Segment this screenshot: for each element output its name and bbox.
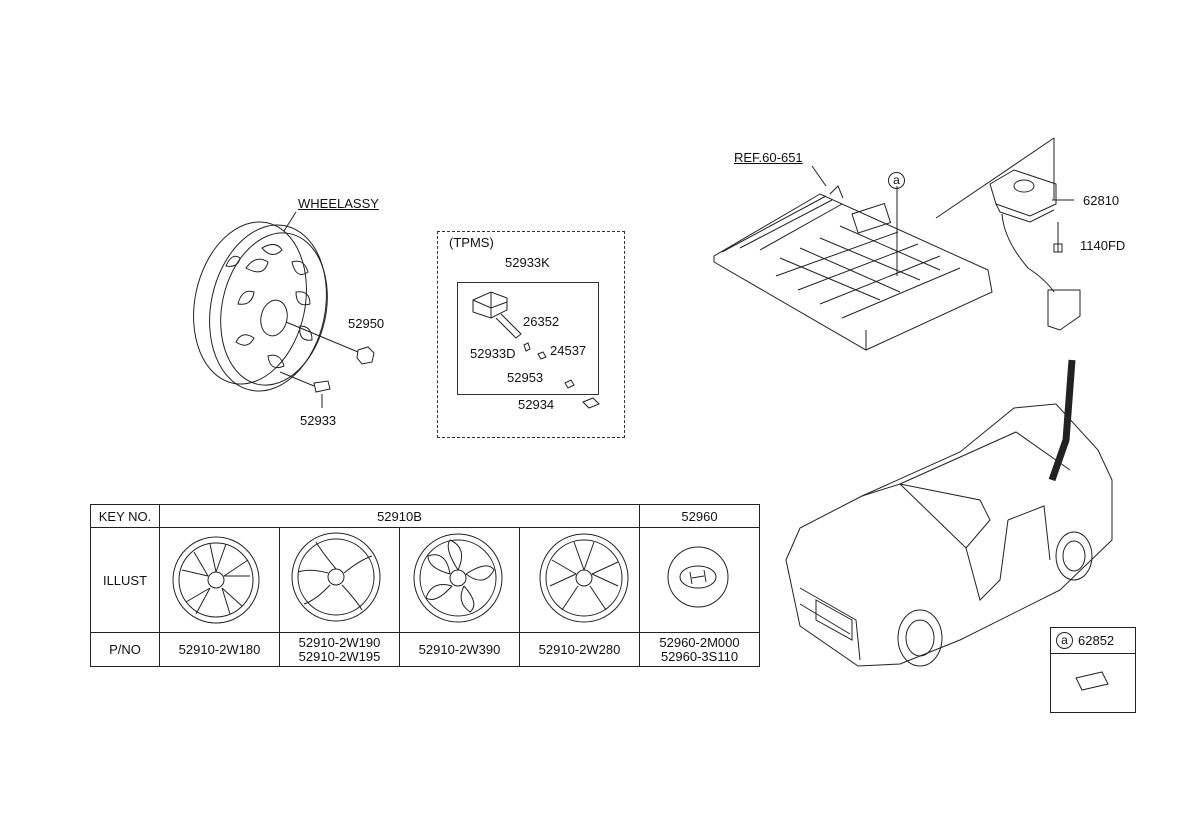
vehicle-drawing xyxy=(785,403,1113,667)
tpms-title: (TPMS) xyxy=(449,235,494,250)
pno-cell: 52910-2W180 xyxy=(159,632,280,667)
part-number-label: 26352 xyxy=(523,314,560,329)
pno-text: 52910-2W195 xyxy=(298,648,381,664)
tpms-parts-drawing xyxy=(472,291,600,409)
pno-text: 52960-3S110 xyxy=(660,648,739,664)
callout-a: a xyxy=(1056,632,1073,649)
tpms-kit-box xyxy=(457,282,599,395)
illust-cell xyxy=(399,527,520,633)
illust-cell xyxy=(279,527,400,633)
part-number-label: 52950 xyxy=(348,316,385,331)
pno-text: 52910-2W180 xyxy=(178,641,261,657)
part-number-label: 52933D xyxy=(470,346,516,361)
spare-carrier-drawing xyxy=(989,138,1081,331)
label-part-box: a 62852 xyxy=(1050,627,1136,713)
part-number-label: 62852 xyxy=(1078,633,1115,648)
floor-panel-drawing xyxy=(713,137,1055,351)
pno-cell: 52910-2W280 xyxy=(519,632,640,667)
tpms-group-box xyxy=(437,231,625,438)
illust-cell xyxy=(639,527,760,633)
wheel-assy-drawing xyxy=(193,211,328,392)
reference-label: REF.60-651 xyxy=(734,150,803,165)
group-header-52960: 52960 xyxy=(639,504,760,528)
callout-a: a xyxy=(888,172,905,189)
part-number-label: 52933K xyxy=(505,255,550,270)
part-number-label: 24537 xyxy=(550,343,587,358)
leader-wheelassy xyxy=(283,211,297,232)
pno-row-label: P/NO xyxy=(90,632,160,667)
pno-cell: 52910-2W390 xyxy=(399,632,520,667)
part-number-label: 52934 xyxy=(518,397,555,412)
wheel-hardware-drawing xyxy=(279,321,375,408)
key-no-header: KEY NO. xyxy=(90,504,160,528)
leader-arrow xyxy=(1048,359,1076,482)
label-box-header: a 62852 xyxy=(1051,628,1135,654)
key-table: KEY NO. 52910B 52960 ILLUST P/NO 52910-2… xyxy=(90,504,760,667)
part-number-label: 62810 xyxy=(1083,193,1120,208)
label-piece-drawing xyxy=(1075,671,1109,691)
pno-text: 52960-2M000 xyxy=(659,634,740,650)
part-number-label: 1140FD xyxy=(1080,238,1126,253)
part-number-label: 52953 xyxy=(507,370,544,385)
illust-cell xyxy=(159,527,280,633)
illust-cell xyxy=(519,527,640,633)
pno-text: 52910-2W390 xyxy=(418,641,501,657)
illust-row-label: ILLUST xyxy=(90,527,160,633)
pno-text: 52910-2W280 xyxy=(538,641,621,657)
pno-text: 52910-2W190 xyxy=(298,634,381,650)
part-number-label: 52933 xyxy=(300,413,337,428)
group-header-52910b: 52910B xyxy=(159,504,640,528)
wheel-assy-title: WHEELASSY xyxy=(298,196,379,211)
